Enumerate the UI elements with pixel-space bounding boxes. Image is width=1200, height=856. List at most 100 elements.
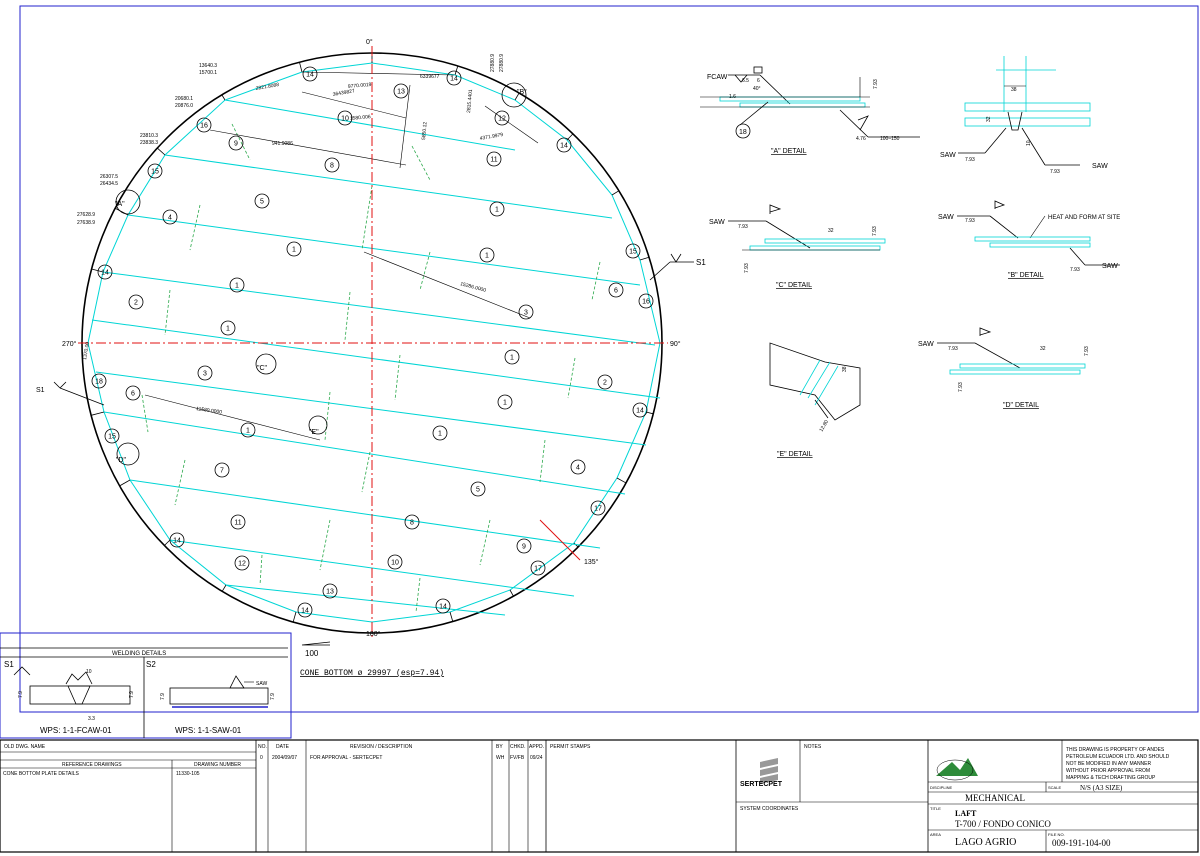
plate-marker-circle — [337, 110, 353, 126]
angle-270: 270° — [62, 340, 77, 348]
plate-marker: 11 — [230, 514, 246, 530]
plate-number: 1 — [510, 355, 514, 362]
plate-number: 3 — [524, 310, 528, 317]
detail-b-saw2: SAW — [1102, 263, 1118, 270]
angle-135: 135° — [584, 558, 599, 566]
drawing-number-header: DRAWING NUMBER — [194, 762, 241, 768]
plate-marker-circle — [632, 402, 648, 418]
detail-c-dim: 7.93 — [738, 224, 748, 230]
plate-seam-6 — [103, 411, 626, 495]
detail-top-dim-side: 32 — [986, 116, 992, 122]
detail-e: 38 12.80 "E" DETAIL — [769, 342, 861, 458]
detail-a-bottom-a: 4.76 — [856, 136, 866, 142]
plate-marker-circle — [228, 135, 244, 151]
plate-number: 1 — [292, 247, 296, 254]
rev-row-appd: 09/24 — [530, 755, 543, 761]
rev-header-date: DATE — [276, 744, 290, 750]
plate-marker: 14 — [297, 602, 313, 618]
detail-d: SAW 7.93 32 7.93 7.93 "D" DETAIL — [918, 327, 1090, 409]
plate-number: 5 — [260, 199, 264, 206]
dimension-label: 2815.4401 — [466, 89, 474, 113]
welding-s1-dim-b: 3.3 — [88, 716, 95, 722]
welding-s2-dim-b: 7.9 — [270, 693, 276, 700]
detail-b-dim: 7.93 — [965, 218, 975, 224]
title-line-1: LAFT — [955, 809, 977, 818]
butt-joint-6 — [344, 291, 351, 341]
detail-a-bottom-b: 100–150 — [880, 136, 900, 142]
plate-marker-circle — [230, 514, 246, 530]
plate-marker-circle — [494, 110, 510, 126]
detail-e-title: "E" DETAIL — [777, 451, 813, 458]
angle-180: 180° — [366, 630, 381, 638]
detail-a-dim2: 6 — [757, 78, 760, 84]
shell-tie-2 — [514, 92, 520, 101]
plate-marker: 2 — [128, 294, 144, 310]
butt-joint-16 — [479, 519, 491, 566]
shell-tie-1 — [454, 65, 459, 76]
s1-symbol-right: S1 — [649, 253, 706, 281]
butt-joint-7 — [591, 261, 601, 301]
plate-number: 1 — [438, 431, 442, 438]
dimension-line-5 — [144, 394, 321, 441]
butt-joint-1 — [411, 145, 431, 181]
plate-marker-circle — [470, 481, 486, 497]
detail-top: 38 32 10 SAW 7.93 7.93 SAW — [940, 56, 1108, 175]
detail-c: SAW 7.93 32 7.93 7.93 "C" DETAIL — [709, 204, 886, 289]
plate-number: 2 — [134, 300, 138, 307]
shell-tie-11 — [449, 611, 454, 622]
plate-marker-circle — [169, 532, 185, 548]
shell-tie-14 — [221, 584, 227, 592]
plate-number: 9 — [234, 141, 238, 148]
shell-tie-15 — [164, 539, 171, 546]
plate-marker: 1 — [220, 320, 236, 336]
dimension-label: 4371.9979 — [479, 132, 504, 142]
plate-marker-circle — [479, 247, 495, 263]
plate-number: 10 — [391, 560, 399, 567]
plate-marker: 1 — [489, 201, 505, 217]
plate-marker: 14 — [556, 137, 572, 153]
dimension-label: 6339677 — [420, 74, 440, 80]
dimension-label: 13640.3 — [199, 63, 217, 69]
plate-number: 14 — [301, 608, 309, 615]
detail-b-dim2: 7.93 — [1070, 267, 1080, 273]
detail-a-gap: 1.6 — [729, 94, 736, 100]
plate-number: 13 — [397, 89, 405, 96]
discipline-label: DISCIPLINE — [930, 785, 953, 790]
plate-marker-circle — [516, 538, 532, 554]
dimension-line-4 — [363, 251, 531, 319]
title-block: OLD DWG. NAME REFERENCE DRAWINGS DRAWING… — [0, 739, 1199, 853]
plate-marker: 12 — [234, 555, 250, 571]
plate-seam-5 — [95, 371, 647, 446]
plate-number: 1 — [495, 207, 499, 214]
title-line-2: T-700 / FONDO CONICO — [955, 819, 1051, 829]
plate-marker: 12 — [494, 110, 510, 126]
welding-s1-top: 10 — [86, 669, 92, 675]
detail-mark-b-circle — [501, 82, 527, 108]
dimension-label: 1580.006 — [350, 114, 372, 122]
dimension-line-2 — [484, 105, 539, 144]
welding-s1-wps: WPS: 1-1-FCAW-01 — [40, 726, 112, 735]
old-dwg-name: OLD DWG. NAME — [4, 744, 46, 750]
rev-row-by: WH — [496, 755, 505, 761]
plate-marker: 9 — [516, 538, 532, 554]
plate-number: 16 — [200, 123, 208, 130]
plate-marker: 14 — [169, 532, 185, 548]
plate-number: 4 — [576, 465, 580, 472]
sertecpet-logo — [760, 758, 778, 784]
detail-top-dim-right: 7.93 — [1050, 169, 1060, 175]
welding-s2-tag: S2 — [146, 660, 156, 669]
butt-joint-9 — [567, 357, 576, 399]
plate-seam-7 — [129, 479, 601, 549]
plate-marker: 13 — [393, 83, 409, 99]
reference-drawings-header: REFERENCE DRAWINGS — [62, 762, 122, 768]
plate-marker: 14 — [632, 402, 648, 418]
plate-marker: 1 — [286, 241, 302, 257]
detail-c-left-dim: 7.93 — [744, 263, 750, 273]
butt-joint-4 — [419, 251, 431, 291]
detail-a-tag: 18 — [739, 129, 747, 136]
plate-marker-circle — [489, 201, 505, 217]
plate-marker: 4 — [570, 459, 586, 475]
plate-marker: 5 — [254, 193, 270, 209]
dimension-line-1 — [301, 91, 407, 119]
plate-marker-circle — [625, 243, 641, 259]
